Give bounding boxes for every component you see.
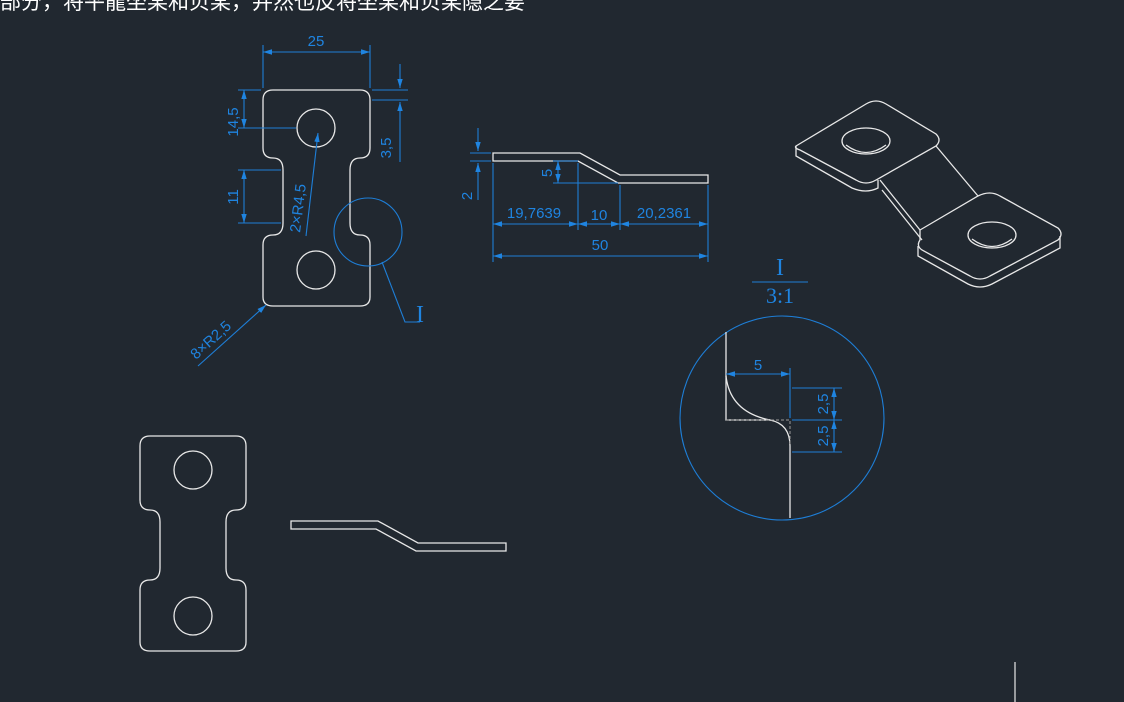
detail-hidden-line <box>726 419 791 446</box>
iso-upper-pad-edge <box>795 146 879 192</box>
hole-radius-leader <box>305 132 320 237</box>
detail-leader-line <box>381 261 420 323</box>
top-view-plate[interactable]: I 25 14,5 3,5 11 2×R4,5 8×R2,5 <box>187 33 424 367</box>
detail-dim-lower-text: 2,5 <box>815 426 832 447</box>
dim-left-text: 19,7639 <box>507 205 561 222</box>
dim-mid-text: 10 <box>591 207 608 224</box>
plain-side-view[interactable] <box>290 520 507 552</box>
detail-dim-horizontal-text: 5 <box>754 357 762 374</box>
dim-top-gap-text: 3,5 <box>378 138 395 159</box>
corner-radius-text: 8×R2,5 <box>187 318 235 363</box>
dim-width-text: 25 <box>308 33 325 50</box>
detail-callout-circle[interactable] <box>333 197 403 267</box>
caption-text: 部分，将平龍坐某和贝某，并然也反将坐某和贝某隐之要 <box>0 0 525 14</box>
plate-outline[interactable] <box>262 89 371 307</box>
dim-hole-offset-text: 14,5 <box>225 107 242 136</box>
top-hole-circle[interactable] <box>296 108 336 148</box>
plain-bottom-hole[interactable] <box>173 596 213 636</box>
corner-radius-leader <box>197 304 267 367</box>
plain-side-outline[interactable] <box>290 520 507 552</box>
iso-lower-pad[interactable] <box>917 192 1062 280</box>
detail-dim-upper-text: 2,5 <box>815 394 832 415</box>
iso-lower-pad-edge <box>917 236 1061 288</box>
dim-thickness-text: 2 <box>459 192 476 200</box>
detail-view-circle[interactable] <box>679 315 885 521</box>
hole-radius-text: 2×R4,5 <box>287 183 310 234</box>
plain-top-view[interactable] <box>139 435 247 652</box>
dim-offset-text: 5 <box>539 169 556 177</box>
dim-total-text: 50 <box>592 237 609 254</box>
iso-bend-bridge[interactable] <box>879 145 979 241</box>
iso-lower-hole-inner <box>971 238 1013 248</box>
plain-plate-outline[interactable] <box>139 435 247 652</box>
detail-view-scale: 3:1 <box>766 283 794 308</box>
side-profile-outline[interactable] <box>492 152 709 184</box>
iso-lower-hole[interactable] <box>967 221 1017 249</box>
dim-right-text: 20,2361 <box>637 205 691 222</box>
bottom-hole-circle[interactable] <box>296 250 336 290</box>
detail-marker-label: I <box>416 302 424 328</box>
detail-view[interactable]: I 3:1 5 2,5 2,5 <box>679 255 885 521</box>
iso-upper-hole[interactable] <box>841 127 891 155</box>
isometric-view[interactable] <box>794 100 1062 288</box>
detail-view-marker: I <box>776 255 784 281</box>
side-view-profile[interactable]: 2 5 19,7639 10 20,2361 50 <box>459 128 709 262</box>
dim-neck-text: 11 <box>225 189 242 205</box>
iso-upper-pad[interactable] <box>794 100 940 184</box>
iso-upper-hole-inner <box>845 144 887 154</box>
plain-top-hole[interactable] <box>173 450 213 490</box>
